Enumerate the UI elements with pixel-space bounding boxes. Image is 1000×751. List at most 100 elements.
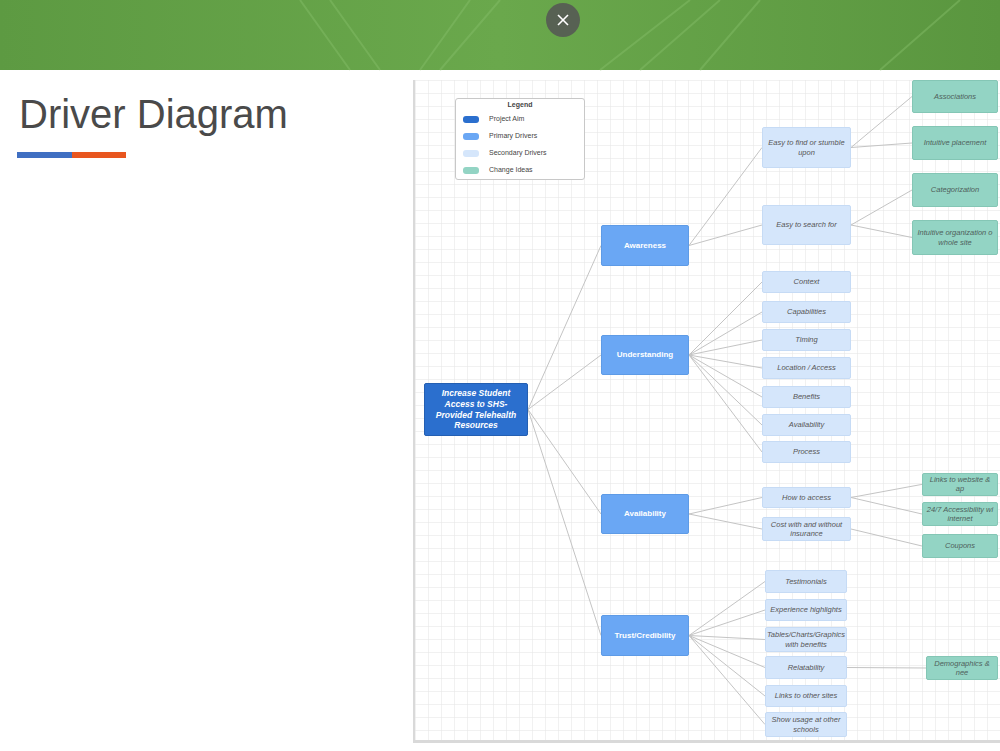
primary-driver-box: Availability <box>601 494 689 534</box>
legend-text: Project Aim <box>489 115 524 122</box>
change-idea-box: Associations <box>912 80 998 113</box>
node-text-group: Testimonials <box>785 577 826 586</box>
node-text-group: Cost with and without insurance <box>766 520 847 539</box>
node-label: Easy to find or stumble upon <box>766 138 847 157</box>
legend-text: Primary Drivers <box>489 132 537 139</box>
node-text-group: Associations <box>934 92 976 101</box>
node-text-group: Easy to search for <box>776 220 836 229</box>
secondary-driver-box: Timing <box>762 329 851 351</box>
connector-line <box>851 190 912 225</box>
node-text-group: Tables/Charts/Graphics with benefits <box>767 630 845 649</box>
node-text-group: Intuitive organization o whole site <box>916 228 994 247</box>
project-aim-box: Increase Student Access to SHS-Provided … <box>424 383 528 436</box>
legend-box: LegendProject AimPrimary DriversSecondar… <box>455 98 585 180</box>
node-text-group: Increase Student Access to SHS-Provided … <box>428 388 524 431</box>
connector-line <box>528 410 601 636</box>
connector-line <box>689 610 765 636</box>
node-text-group: Trust/Credibility <box>615 631 676 641</box>
node-text-group: Awareness <box>624 241 666 251</box>
connector-line <box>689 636 765 668</box>
node-label: Categorization <box>931 185 979 194</box>
secondary-driver-box: Availability <box>762 414 851 436</box>
change-idea-box: Coupons <box>922 534 998 558</box>
node-label: Demographics & nee <box>930 659 994 678</box>
connector-line <box>847 667 926 669</box>
connector-line <box>689 340 762 355</box>
node-text-group: Timing <box>795 335 817 344</box>
secondary-driver-box: Experience highlights <box>765 599 847 621</box>
node-text-group: How to access <box>782 493 831 502</box>
grid-background <box>415 80 1000 740</box>
secondary-driver-box: Location / Access <box>762 357 851 379</box>
node-label: Links to website & ap <box>926 475 994 494</box>
legend-swatch <box>463 150 479 157</box>
connector-line <box>851 97 912 148</box>
node-label: 24/7 Accessibility wi internet <box>926 505 994 524</box>
change-idea-box: Intuitive placement <box>912 126 998 160</box>
change-idea-box: Intuitive organization o whole site <box>912 220 998 255</box>
node-label: Availability <box>789 420 824 429</box>
secondary-driver-box: Links to other sites <box>765 685 847 707</box>
connector-line <box>689 312 762 355</box>
node-label: Capabilities <box>787 307 826 316</box>
secondary-driver-box: Capabilities <box>762 301 851 323</box>
node-label: Easy to search for <box>776 220 836 229</box>
node-label: Show usage at other schools <box>769 715 843 734</box>
secondary-driver-box: Context <box>762 271 851 293</box>
connector-line <box>851 498 922 515</box>
secondary-driver-box: Relatability <box>765 656 847 679</box>
node-text-group: Availability <box>624 509 666 519</box>
secondary-driver-box: Easy to search for <box>762 205 851 245</box>
node-text-group: Availability <box>789 420 824 429</box>
node-label: Relatability <box>788 663 825 672</box>
node-label: Timing <box>795 335 817 344</box>
node-text-group: 24/7 Accessibility wi internet <box>926 505 994 524</box>
change-idea-box: Links to website & ap <box>922 473 998 496</box>
legend-title: Legend <box>456 101 584 108</box>
title-underline-orange <box>72 152 126 158</box>
node-text-group: Location / Access <box>777 363 836 372</box>
node-label: Associations <box>934 92 976 101</box>
node-label: Intuitive placement <box>924 138 987 147</box>
node-label: Awareness <box>624 241 666 251</box>
node-label: Location / Access <box>777 363 836 372</box>
secondary-driver-box: Testimonials <box>765 570 847 593</box>
connector-line <box>689 636 765 725</box>
node-text-group: Capabilities <box>787 307 826 316</box>
connector-line <box>689 148 762 246</box>
node-text-group: Context <box>794 277 820 286</box>
legend-text: Secondary Drivers <box>489 149 547 156</box>
connector-line <box>689 225 762 246</box>
secondary-driver-box: How to access <box>762 487 851 508</box>
connector-line <box>689 282 762 355</box>
diagram-panel <box>415 80 1000 740</box>
node-text-group: Relatability <box>788 663 825 672</box>
node-label: Intuitive organization o whole site <box>916 228 994 247</box>
node-label: Trust/Credibility <box>615 631 676 641</box>
node-label: Links to other sites <box>775 691 838 700</box>
connector-line <box>689 582 765 636</box>
connector-line <box>851 225 912 238</box>
connector-line <box>689 514 762 529</box>
node-label: Availability <box>624 509 666 519</box>
node-text-group: Experience highlights <box>770 605 841 614</box>
connector-line <box>851 529 922 546</box>
secondary-driver-box: Process <box>762 441 851 463</box>
connector-line <box>689 498 762 515</box>
secondary-driver-box: Tables/Charts/Graphics with benefits <box>765 627 847 652</box>
connector-line <box>528 355 601 410</box>
node-label: How to access <box>782 493 831 502</box>
legend-swatch <box>463 116 479 123</box>
banner-texture <box>300 0 960 70</box>
change-idea-box: Categorization <box>912 173 998 207</box>
node-text-group: Understanding <box>617 350 673 360</box>
primary-driver-box: Understanding <box>601 335 689 375</box>
node-text-group: Coupons <box>945 541 975 550</box>
node-text-group: Links to other sites <box>775 691 838 700</box>
node-label: Tables/Charts/Graphics with benefits <box>767 630 845 649</box>
primary-driver-box: Trust/Credibility <box>601 615 689 656</box>
node-text-group: Intuitive placement <box>924 138 987 147</box>
connector-line <box>689 636 765 640</box>
secondary-driver-box: Benefits <box>762 386 851 408</box>
